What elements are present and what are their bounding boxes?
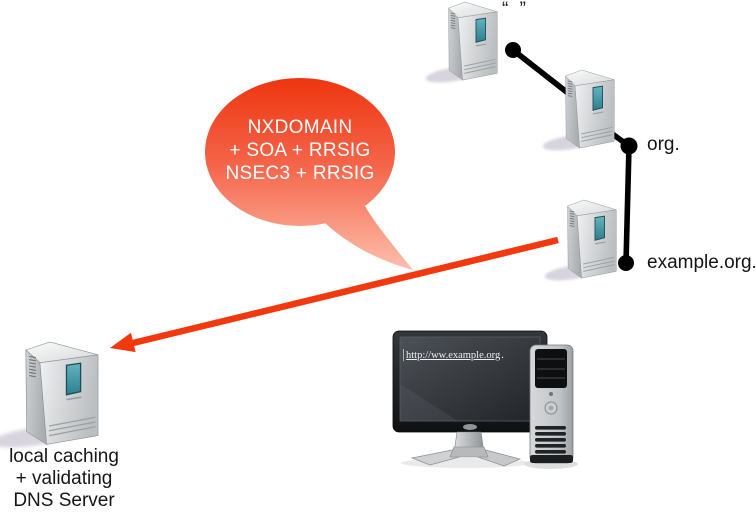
speech-bubble-body [205,78,395,226]
org-zone-label: org. [647,134,680,155]
desktop-tower [529,344,574,464]
screen-glare [400,384,458,421]
local-resolver-label: local caching + validating DNS Server [0,446,128,512]
local-resolver-label-line3: DNS Server [13,490,115,511]
stand-hub [449,446,489,458]
example-zone-dot [618,255,634,271]
tower-base [530,455,573,463]
root-zone-dot [505,42,521,58]
response-arrow-head [110,332,136,353]
response-arrow [110,236,559,353]
root-zone-label: “ ” [502,0,529,20]
root-server-icon [425,2,497,85]
response-arrow-line [132,236,559,347]
text-cursor [403,349,404,361]
link-root-to-org [510,47,576,100]
client-computer [392,330,578,469]
speech-bubble-text: NXDOMAIN + SOA + RRSIG NSEC3 + RRSIG [192,116,408,185]
example-zone-label: example.org. [647,252,756,273]
speech-bubble [205,78,413,270]
url-link-text: http://ww.example.org [406,349,501,361]
url-trailing-dot: . [501,349,504,361]
bubble-line-soa-rrsig: + SOA + RRSIG [229,140,371,161]
brand-logo [463,424,477,430]
monitor-screen [399,336,541,422]
org-zone-dot [620,137,638,155]
tower-led [549,392,553,396]
local-resolver-icon [0,342,98,451]
bubble-line-nxdomain: NXDOMAIN [247,117,353,138]
local-resolver-label-line1: local caching [9,446,119,467]
speech-bubble-tail [325,206,413,270]
bubble-line-nsec3-rrsig: NSEC3 + RRSIG [225,163,375,184]
local-resolver-label-line2: + validating [15,468,113,489]
tower-vents [535,426,566,454]
link-org-to-example [623,143,632,266]
browser-url-text: http://ww.example.org . [403,346,545,364]
